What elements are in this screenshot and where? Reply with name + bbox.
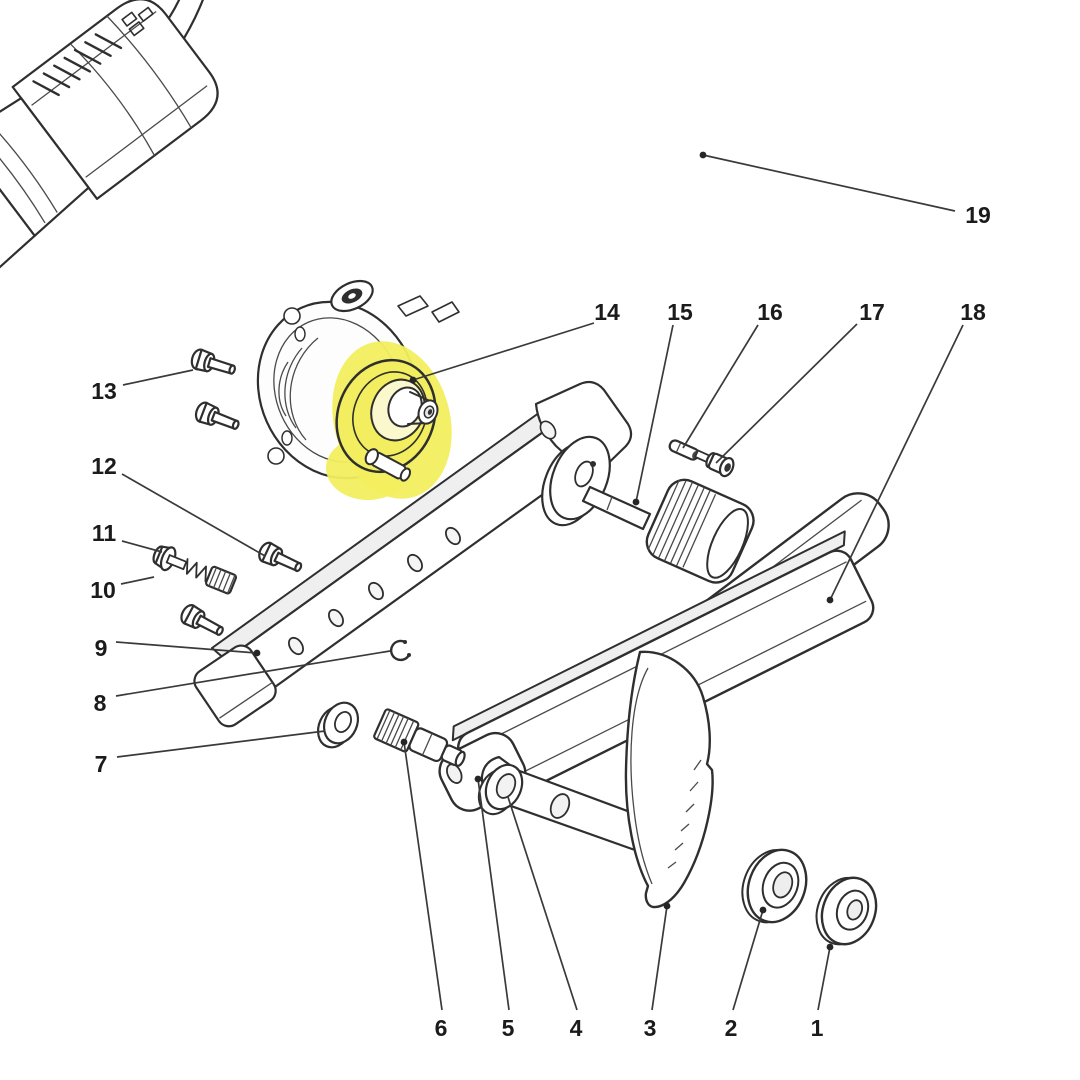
leader-line-16: [682, 324, 759, 449]
tension-screw-assembly: [152, 545, 238, 595]
leader-line-15: [635, 324, 674, 503]
disc-center-mark: [590, 461, 596, 467]
threaded-adjuster: [373, 708, 466, 767]
part-label-3: 3: [644, 1015, 657, 1041]
part-label-6: 6: [435, 1015, 448, 1041]
part-label-11: 11: [92, 520, 117, 546]
leader-line-13: [122, 369, 194, 386]
leader-dot-14: [409, 376, 417, 384]
leader-line-7: [116, 730, 326, 758]
motor-unit: [0, 0, 219, 299]
leader-line-18: [829, 324, 964, 601]
part-label-1: 1: [811, 1015, 824, 1041]
roller-shaft-assembly: [541, 435, 755, 584]
leader-dot-1: [826, 943, 834, 951]
leader-line-2: [732, 909, 764, 1011]
leader-line-10: [120, 576, 155, 585]
part-label-14: 14: [594, 299, 620, 325]
leader-dot-19: [699, 151, 707, 159]
part-label-16: 16: [757, 299, 783, 325]
motor-housing: [11, 0, 219, 200]
vent-slits: [32, 6, 154, 97]
socket-screw: [694, 449, 735, 478]
part-label-5: 5: [502, 1015, 515, 1041]
leader-line-8: [115, 650, 391, 697]
clamp-bolt-12: [255, 539, 306, 579]
leader-line-12: [121, 473, 266, 557]
upper-arm-rail: [193, 380, 633, 728]
leader-dot-3: [663, 902, 671, 910]
part-label-10: 10: [90, 577, 116, 603]
knurled-knob: [645, 478, 755, 584]
leader-line-19: [702, 154, 956, 212]
part-label-7: 7: [95, 751, 108, 777]
leader-line-17: [715, 323, 858, 464]
front-housing: [0, 135, 36, 299]
leader-dot-2: [759, 906, 767, 914]
leader-line-6: [403, 741, 443, 1011]
spindle-flange: [335, 358, 439, 482]
retaining-ring: [389, 639, 411, 662]
leader-line-3: [651, 905, 668, 1011]
part-label-19: 19: [965, 202, 991, 228]
leader-lines: [115, 151, 964, 1011]
leader-line-11: [121, 540, 163, 553]
belt-guard-cover: [624, 650, 714, 909]
part-label-13: 13: [91, 378, 117, 404]
leader-line-1: [817, 946, 831, 1011]
leader-dot-18: [826, 596, 834, 604]
head-bolt-13b: [192, 399, 243, 437]
part-label-17: 17: [859, 299, 885, 325]
leader-line-4: [507, 796, 578, 1011]
leader-dot-15: [632, 498, 640, 506]
leader-dot-9: [253, 649, 261, 657]
head-bolt-13a: [188, 346, 239, 381]
arm-end-cap: [193, 644, 277, 728]
support-disc: [741, 848, 808, 924]
leader-line-5: [477, 778, 510, 1011]
thrust-washer: [316, 701, 360, 749]
clamp-bolt-lower: [177, 601, 228, 643]
part-label-4: 4: [570, 1015, 583, 1041]
leader-dot-6: [400, 738, 408, 746]
part-label-15: 15: [667, 299, 693, 325]
part-label-9: 9: [95, 635, 108, 661]
clamp-disc: [815, 876, 878, 946]
bearing-boss: [330, 279, 460, 323]
part-label-8: 8: [94, 690, 107, 716]
part-label-2: 2: [725, 1015, 738, 1041]
part-label-12: 12: [91, 453, 117, 479]
rail-holes: [288, 526, 461, 656]
leader-dot-5: [474, 775, 482, 783]
part-label-18: 18: [960, 299, 986, 325]
fork-link: [477, 755, 660, 852]
leader-line-14: [412, 322, 595, 381]
spindle-screw: [364, 448, 412, 482]
leader-line-9: [115, 641, 258, 654]
